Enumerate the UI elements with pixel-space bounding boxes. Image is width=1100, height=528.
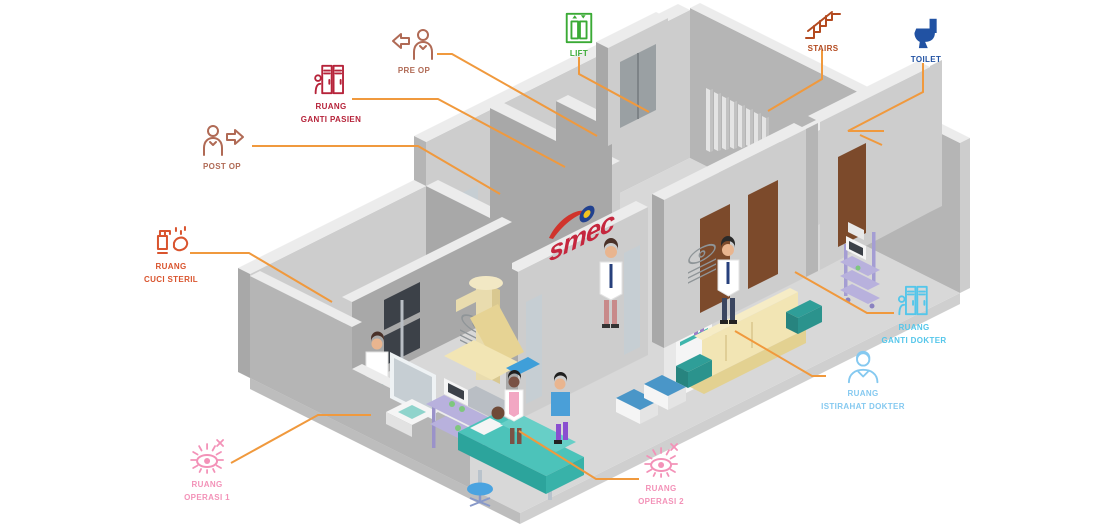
label-stairs: STAIRS xyxy=(803,10,843,55)
connector-pre-op xyxy=(437,53,598,137)
label-toilet: TOILET xyxy=(910,15,942,66)
label-text: GANTI DOKTER xyxy=(881,336,947,345)
lockers-icon xyxy=(314,64,345,95)
label-ruang-operasi-1: RUANG OPERASI 1 xyxy=(184,438,230,504)
step-mats xyxy=(616,375,686,424)
restarea-wall xyxy=(652,123,806,348)
label-text: RUANG xyxy=(645,484,677,493)
wash-sterile-icon xyxy=(156,226,189,254)
right-room xyxy=(806,60,942,277)
elevator-icon xyxy=(565,12,593,44)
doctor-restarea xyxy=(717,236,740,324)
assistant-op2 xyxy=(551,372,570,444)
doctor-icon xyxy=(847,350,879,384)
connector-toilet xyxy=(847,63,924,132)
connector-istirahat-dokter xyxy=(734,330,826,377)
label-text: RUANG xyxy=(315,102,347,111)
label-lift: LIFT xyxy=(562,11,596,60)
equipment-cart xyxy=(840,222,880,309)
label-text: LIFT xyxy=(569,49,589,58)
sink-mirror-unit-2 xyxy=(386,352,438,437)
stairs-structure xyxy=(706,88,769,152)
label-text: OPERASI 1 xyxy=(184,493,230,502)
label-text: STAIRS xyxy=(807,44,839,53)
label-text: RUANG xyxy=(898,323,930,332)
connector-operasi-1 xyxy=(230,414,371,464)
label-text: OPERASI 2 xyxy=(638,497,684,506)
patient-head xyxy=(491,406,505,420)
smec-swoosh xyxy=(549,210,589,239)
eye-surgery-icon xyxy=(644,443,678,478)
label-text: RUANG xyxy=(847,389,879,398)
label-text: CUCI STERIL xyxy=(143,275,199,284)
person-exit-right-icon xyxy=(203,125,244,156)
door xyxy=(838,143,866,247)
label-text: POST OP xyxy=(202,162,241,171)
label-ruang-cuci-steril: RUANG CUCI STERIL xyxy=(144,222,198,286)
connector-lift xyxy=(578,57,650,113)
label-text: GANTI PASIEN xyxy=(300,115,362,124)
label-ruang-ganti-dokter: RUANG GANTI DOKTER xyxy=(881,283,946,347)
connector-ganti-pasien xyxy=(352,98,566,168)
label-ruang-ganti-pasien: RUANG GANTI PASIEN xyxy=(301,62,362,126)
person-exit-left-icon xyxy=(392,29,433,60)
operating-bed xyxy=(458,406,584,500)
door xyxy=(748,180,778,289)
stool xyxy=(467,482,493,507)
stairs-icon xyxy=(805,11,841,39)
sofa xyxy=(676,288,822,394)
label-post-op: POST OP xyxy=(198,122,246,173)
eye-wall-mark xyxy=(688,243,716,284)
label-text: PRE OP xyxy=(397,66,431,75)
connector-operasi-2 xyxy=(518,430,639,480)
label-text: TOILET xyxy=(910,55,942,64)
label-text: ISTIRAHAT DOKTER xyxy=(821,402,905,411)
connector-stairs xyxy=(767,50,823,112)
lift-shaft xyxy=(596,12,668,146)
nurse-op2 xyxy=(504,370,524,444)
label-text: RUANG xyxy=(191,480,223,489)
label-ruang-operasi-2: RUANG OPERASI 2 xyxy=(638,442,684,508)
connector-ganti-dokter xyxy=(794,271,894,314)
connector-post-op xyxy=(252,145,501,195)
doctor-corridor xyxy=(599,238,623,328)
connector-toilet-2 xyxy=(859,134,883,146)
connector-cuci-steril xyxy=(190,252,333,303)
label-text: RUANG xyxy=(155,262,187,271)
label-pre-op: PRE OP xyxy=(390,26,438,77)
eye-surgery-icon xyxy=(190,439,224,474)
label-ruang-istirahat-dokter: RUANG ISTIRAHAT DOKTER xyxy=(821,349,905,413)
toilet-icon xyxy=(914,18,937,49)
lockers-icon xyxy=(897,285,928,316)
